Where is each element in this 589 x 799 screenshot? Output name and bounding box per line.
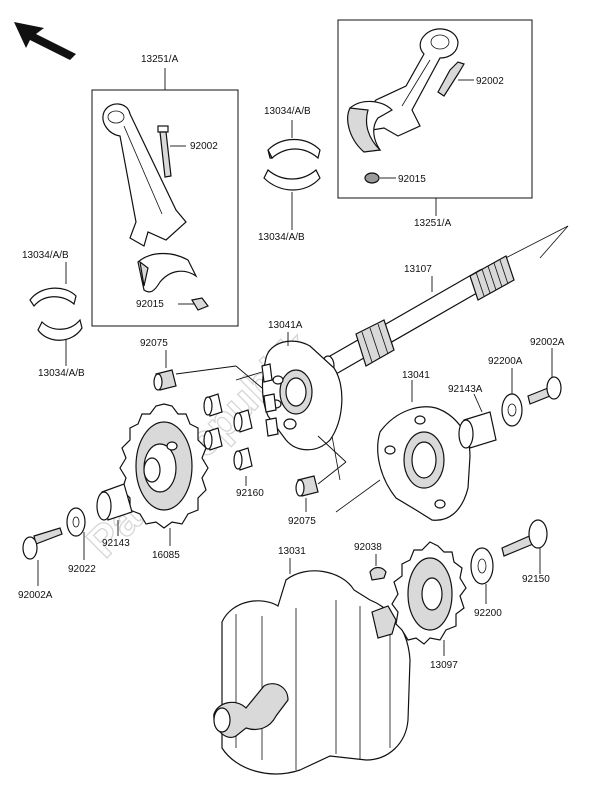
crankshaft [213,570,411,775]
label-16085: 16085 [152,550,180,561]
collar-92143a [458,411,497,449]
bearing-halves-left [29,287,83,341]
label-13034ab-middle-bottom: 13034/A/B [258,232,305,243]
front-direction-arrow-icon [14,22,76,60]
collar-92143 [96,483,133,521]
label-92075-bottom: 92075 [288,516,316,527]
label-92143: 92143 [102,538,130,549]
woodruff-key [369,566,387,581]
label-13034ab-left-top: 13034/A/B [22,250,69,261]
balancer-weight-a [261,340,343,451]
label-13107: 13107 [404,264,432,275]
label-92022: 92022 [68,564,96,575]
label-92002a-left: 92002A [18,590,53,601]
bearing-halves-middle [263,138,321,191]
label-92015-left: 92015 [136,299,164,310]
label-92015-right: 92015 [398,174,426,185]
washer-92200 [470,547,494,585]
label-13251a-top: 13251/A [141,54,179,65]
label-13041a: 13041A [268,320,303,331]
bolt-92002a-left [22,527,63,560]
washer-92200a [501,393,523,427]
label-13034ab-left-bottom: 13034/A/B [38,368,85,379]
washer-92022 [66,507,86,537]
label-92038: 92038 [354,542,382,553]
label-13034ab-middle-top: 13034/A/B [264,106,311,117]
balancer-gear [119,403,209,529]
label-92160: 92160 [236,488,264,499]
pin-92075-bottom [295,475,319,497]
conrod-assembly-right [337,19,533,199]
label-92002-left: 92002 [190,141,218,152]
label-92075-top: 92075 [140,338,168,349]
label-13031: 13031 [278,546,306,557]
label-13041: 13041 [402,370,430,381]
label-92002a-right: 92002A [530,337,565,348]
label-92143a: 92143A [448,384,483,395]
balancer-weight [335,406,471,521]
label-92002-right: 92002 [476,76,504,87]
label-13097: 13097 [430,660,458,671]
crank-gear [391,541,467,645]
label-92200a: 92200A [488,356,523,367]
label-92150: 92150 [522,574,550,585]
label-92200: 92200 [474,608,502,619]
damper-rubbers [203,363,279,471]
bolt-92150 [501,519,548,557]
conrod-assembly-left [91,89,239,327]
label-13251a-right: 13251/A [414,218,452,229]
pin-92075-top [153,369,177,391]
bolt-92002a-right [527,376,562,405]
